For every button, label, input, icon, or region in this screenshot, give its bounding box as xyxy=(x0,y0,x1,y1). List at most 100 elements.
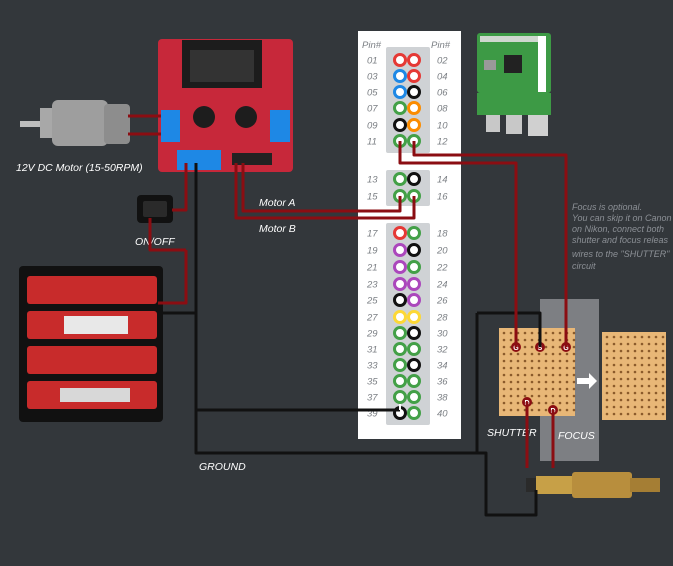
protoboard-hole xyxy=(633,356,637,360)
protoboard-hole xyxy=(633,405,637,409)
pin-number-right: 06 xyxy=(437,88,448,99)
switch-rocker xyxy=(143,201,167,217)
protoboard-hole xyxy=(626,405,630,409)
protoboard-hole xyxy=(612,412,616,416)
pin-number-left: 33 xyxy=(367,361,378,372)
protoboard-hole xyxy=(509,366,513,370)
protoboard-hole xyxy=(605,391,609,395)
protoboard-hole xyxy=(612,398,616,402)
motor-gearbox-front xyxy=(40,108,54,138)
pin-number-left: 21 xyxy=(366,263,378,274)
protoboard-hole xyxy=(544,401,548,405)
protoboard-hole xyxy=(509,359,513,363)
protoboard-hole xyxy=(509,331,513,335)
pin-left xyxy=(393,243,407,257)
protoboard-hole xyxy=(537,373,541,377)
protoboard-hole xyxy=(502,387,506,391)
protoboard-hole xyxy=(633,384,637,388)
pin-right xyxy=(407,293,421,307)
pin-number-left: 11 xyxy=(367,137,377,148)
protoboard-hole xyxy=(509,352,513,356)
protoboard-hole xyxy=(612,349,616,353)
pin-left xyxy=(393,69,407,83)
protoboard-hole xyxy=(558,331,562,335)
battery-pack xyxy=(19,266,163,422)
pin-number-left: 15 xyxy=(367,192,378,203)
protoboard-hole xyxy=(633,398,637,402)
pin-right xyxy=(407,53,421,67)
protoboard-hole xyxy=(619,384,623,388)
pi-chip xyxy=(484,60,496,70)
protoboard-hole xyxy=(654,356,658,360)
wire-motor-b xyxy=(241,163,402,213)
jack-body xyxy=(572,472,632,498)
protoboard-hole xyxy=(558,352,562,356)
wires xyxy=(128,114,568,517)
pin-number-right: 02 xyxy=(437,56,448,67)
protoboard-hole xyxy=(530,408,534,412)
protoboard-hole xyxy=(661,342,665,346)
protoboard-hole xyxy=(530,359,534,363)
protoboard-hole xyxy=(530,394,534,398)
protoboard-hole xyxy=(626,384,630,388)
protoboard-hole xyxy=(558,366,562,370)
protoboard-hole xyxy=(509,401,513,405)
ground-label: GROUND xyxy=(199,461,246,473)
motor-driver-board xyxy=(158,39,293,172)
protoboard-hole xyxy=(509,408,513,412)
board-letter-s: S xyxy=(538,345,543,352)
pin-left xyxy=(393,277,407,291)
protoboard-hole xyxy=(661,405,665,409)
protoboard-hole xyxy=(612,405,616,409)
protoboard-hole xyxy=(502,331,506,335)
protoboard-hole xyxy=(544,359,548,363)
motor-body xyxy=(104,104,130,144)
pin-number-right: 04 xyxy=(437,72,448,83)
protoboard-hole xyxy=(523,352,527,356)
pin-number-right: 22 xyxy=(436,263,448,274)
protoboard-hole xyxy=(633,335,637,339)
protoboard-hole xyxy=(502,366,506,370)
shutter-label: SHUTTER xyxy=(487,427,537,439)
protoboard-back-pcb xyxy=(602,332,666,420)
protoboard-hole xyxy=(509,380,513,384)
pin-left xyxy=(393,342,407,356)
note-line: circuit xyxy=(572,261,596,271)
protoboard-hole xyxy=(640,342,644,346)
pin-right xyxy=(407,172,421,186)
protoboard-hole xyxy=(551,387,555,391)
driver-capacitor-2 xyxy=(235,106,257,128)
protoboard-hole xyxy=(530,331,534,335)
protoboard-hole xyxy=(551,373,555,377)
wire-ground-jack xyxy=(194,410,538,517)
protoboard-hole xyxy=(537,401,541,405)
pin-right xyxy=(407,342,421,356)
protoboard-hole xyxy=(626,377,630,381)
protoboard-hole xyxy=(654,391,658,395)
pin-left xyxy=(393,293,407,307)
protoboard-hole xyxy=(558,359,562,363)
protoboard-hole xyxy=(551,352,555,356)
protoboard-hole xyxy=(640,405,644,409)
pin-left xyxy=(393,53,407,67)
protoboard-hole xyxy=(647,356,651,360)
protoboard-hole xyxy=(647,335,651,339)
driver-power-terminal xyxy=(177,150,221,170)
pin-right xyxy=(407,374,421,388)
pin-right xyxy=(407,406,421,420)
protoboard-hole xyxy=(523,359,527,363)
protoboard-hole xyxy=(572,338,576,342)
protoboard-hole xyxy=(572,359,576,363)
protoboard-hole xyxy=(661,398,665,402)
pin-number-left: 13 xyxy=(367,175,378,186)
protoboard-hole xyxy=(544,380,548,384)
protoboard-hole xyxy=(544,373,548,377)
protoboard-hole xyxy=(605,342,609,346)
protoboard-hole xyxy=(537,380,541,384)
protoboard-hole xyxy=(647,384,651,388)
pin-right xyxy=(407,390,421,404)
protoboard-hole xyxy=(640,391,644,395)
